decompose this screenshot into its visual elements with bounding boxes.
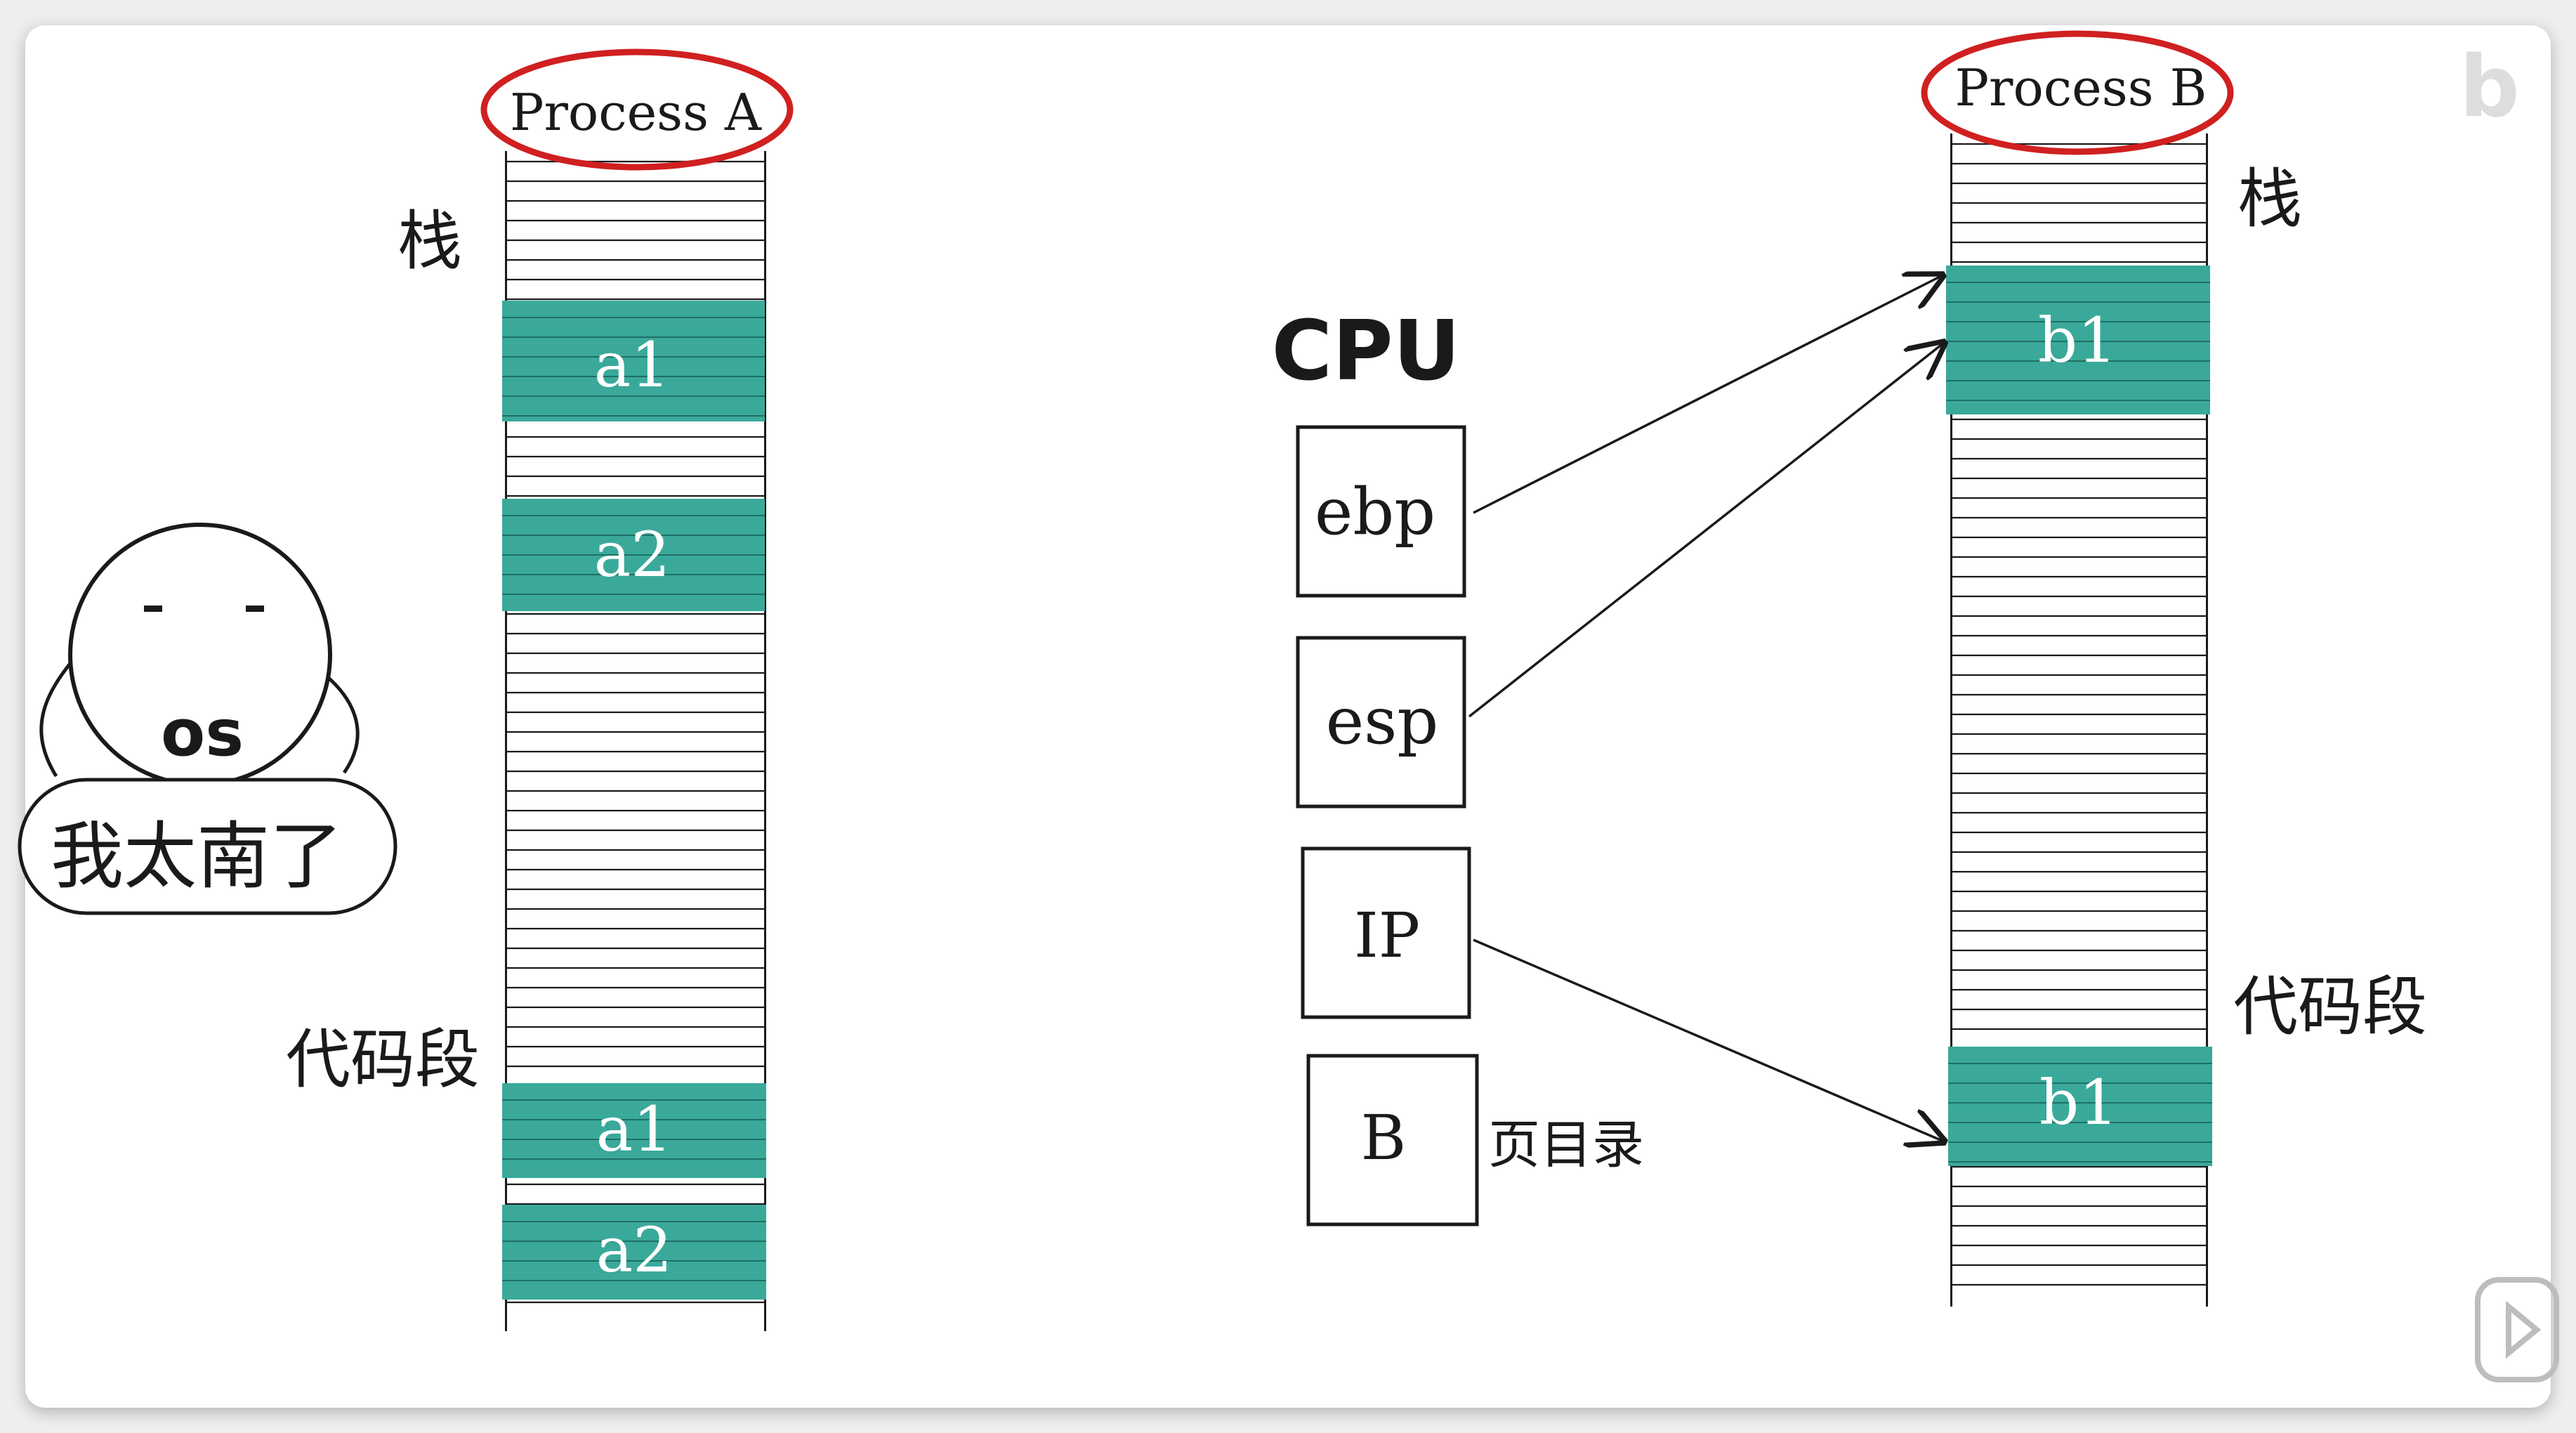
page-directory-label: 页目录 [1488,1115,1644,1175]
process-a-code-slot: a2 [502,1205,766,1300]
os-speech-bubble [18,778,397,915]
process-b-code-slot-label: b1 [2039,1066,2118,1139]
register-esp: esp [1296,636,1466,809]
process-a-stack-slot-label: a2 [594,518,670,591]
process-a-code-slot: a1 [502,1083,766,1178]
process-a-title: Process A [510,83,762,142]
process-b-stack-label: 栈 [2237,162,2302,237]
register-ip-label: IP [1354,899,1420,971]
cpu-title: CPU [1272,302,1461,399]
os-eye-right [246,606,264,612]
process-b-column: b1 b1 Process B 栈 代码段 [1921,30,2427,1307]
process-b-code-label: 代码段 [2233,969,2427,1045]
cpu-block: CPU ebp esp IP B 页目录 [1272,302,1644,1226]
register-esp-label: esp [1326,683,1439,759]
os-character: os 我太南了 [18,523,397,915]
os-speech-text: 我太南了 [51,813,343,899]
process-a-code-label: 代码段 [286,1022,480,1097]
process-b-border-right [2206,133,2208,1307]
process-a-stack-slot-label: a1 [594,329,670,401]
process-a-column: a1 a2 a1 a2 Process A 栈 代码段 [286,48,794,1331]
os-arm-left [39,652,80,778]
register-ebp-label: ebp [1315,474,1435,549]
os-face-text: os [161,695,244,771]
process-b-stack-slot-label: b1 [2038,304,2117,377]
process-a-border-right [764,151,766,1331]
slide-frame [25,25,2551,1408]
register-ebp: ebp [1296,425,1466,598]
process-b-highlight-circle [1921,30,2234,155]
process-a-code-slot-label: a1 [596,1093,672,1165]
os-eye-left [144,606,162,612]
register-page-directory-label: B [1361,1101,1407,1174]
process-b-title: Process B [1955,58,2207,117]
process-b-border-left [1950,133,1952,1307]
process-a-stack-slot: a1 [502,301,765,421]
process-a-stack-slot: a2 [502,499,765,611]
os-arm-right [323,673,360,774]
esp-pointer-arrow [1468,343,1944,718]
process-a-code-slot-label: a2 [596,1214,672,1286]
bilibili-watermark-icon: b [2459,39,2520,136]
register-ip: IP [1301,846,1471,1019]
process-b-code-slot: b1 [1948,1047,2212,1166]
process-a-highlight-circle [480,48,794,171]
process-a-stack-label: 栈 [397,204,462,279]
ebp-pointer-arrow [1473,275,1943,514]
process-b-stack-slot: b1 [1946,266,2210,414]
ip-pointer-arrow [1473,938,1944,1141]
process-a-border-left [505,151,507,1331]
register-page-directory: B [1306,1054,1479,1226]
video-player-watermark-icon [2475,1277,2559,1382]
pointer-arrows [1468,275,1944,1141]
